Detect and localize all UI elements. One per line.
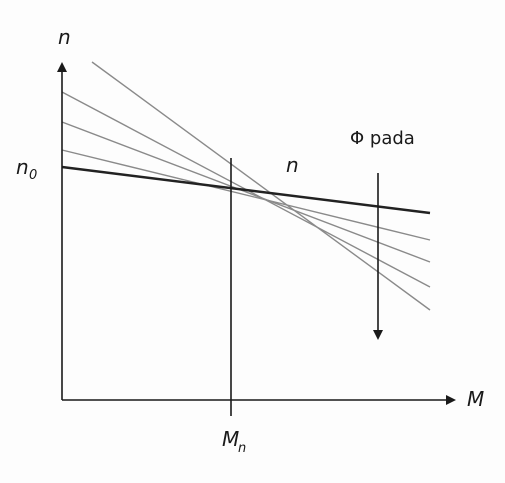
no-load-speed-label: n [16, 155, 29, 179]
weakened-line-2 [61, 121, 431, 263]
flux-decrease-label: Φ pada [350, 128, 415, 149]
x-axis-label: M [467, 387, 484, 411]
no-load-speed-subscript: 0 [29, 168, 37, 183]
natural-characteristic-line [61, 165, 431, 215]
weakened-field-lines [61, 61, 431, 311]
rated-torque-subscript: n [238, 441, 246, 456]
weakened-line-4 [91, 61, 431, 311]
y-axis-label: n [58, 25, 71, 49]
weakened-line-1 [61, 149, 431, 241]
rated-torque-label: M [222, 427, 239, 451]
curve-speed-label: n [286, 153, 299, 177]
